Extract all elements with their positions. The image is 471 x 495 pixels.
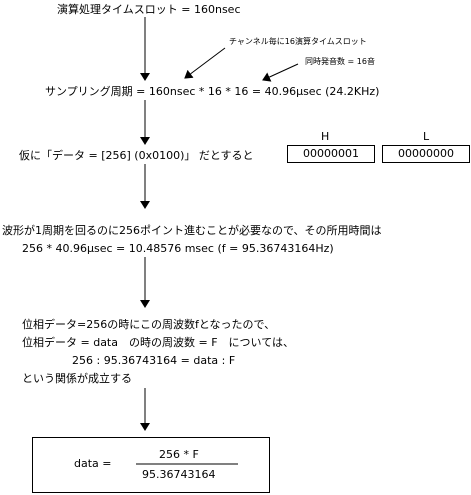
step4-line1: 波形が1周期を回るのに256ポイント進むことが必要なので、その所用時間は bbox=[2, 224, 382, 237]
step5-line3: 256 : 95.36743164 = data : F bbox=[72, 354, 236, 367]
step2-text: サンプリング周期 = 160nsec * 16 * 16 = 40.96μsec… bbox=[45, 85, 380, 98]
arrow-note-channel bbox=[184, 47, 226, 79]
arrow-note-voices bbox=[262, 63, 299, 82]
formula-lhs: data = bbox=[74, 457, 112, 470]
formula-numerator: 256 * F bbox=[159, 448, 199, 461]
box-l-value: 00000000 bbox=[398, 147, 454, 160]
step5-line4: という関係が成立する bbox=[22, 372, 132, 385]
step5-line2: 位相データ = data の時の周波数 = F については、 bbox=[22, 336, 294, 349]
step4-line2: 256 * 40.96μsec = 10.48576 msec (f = 95.… bbox=[22, 242, 334, 255]
box-l-label: L bbox=[423, 130, 430, 143]
formula-box bbox=[32, 437, 270, 493]
note-voices-text: 同時発音数 = 16音 bbox=[305, 57, 375, 66]
box-h-label: H bbox=[321, 130, 330, 143]
step1-text: 演算処理タイムスロット = 160nsec bbox=[57, 3, 241, 16]
formula-denominator: 95.36743164 bbox=[142, 468, 216, 481]
note-channel-text: チャンネル毎に16演算タイムスロット bbox=[229, 37, 367, 46]
box-l: 00000000 bbox=[382, 145, 470, 163]
step5-line1: 位相データ=256の時にこの周波数fとなったので、 bbox=[22, 318, 276, 331]
box-h: 00000001 bbox=[287, 145, 375, 163]
box-h-value: 00000001 bbox=[303, 147, 359, 160]
step3-text: 仮に「データ = [256] (0x0100)」 だとすると bbox=[19, 149, 254, 162]
